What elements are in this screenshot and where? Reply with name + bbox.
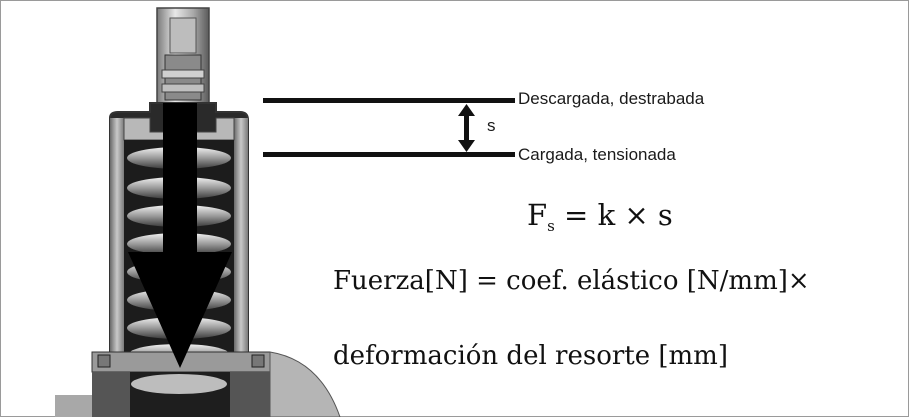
formula-rhs: = k × s <box>564 198 673 232</box>
force-arrow <box>128 103 232 368</box>
displacement-arrow <box>458 104 475 152</box>
displacement-label: s <box>487 116 496 135</box>
loaded-label: Cargada, tensionada <box>518 145 676 164</box>
unloaded-label: Descargada, destrabada <box>518 89 705 108</box>
formula-lhs-subscript: s <box>547 217 555 235</box>
definition-line-2: deformación del resorte [mm] <box>333 341 728 371</box>
spring-formula: Fs = k × s <box>527 198 673 235</box>
definition-line-1: Fuerza[N] = coef. elástico [N/mm]× <box>333 266 810 296</box>
unloaded-reference-line <box>263 98 515 103</box>
loaded-reference-line <box>263 152 515 157</box>
formula-lhs: F <box>527 198 548 232</box>
